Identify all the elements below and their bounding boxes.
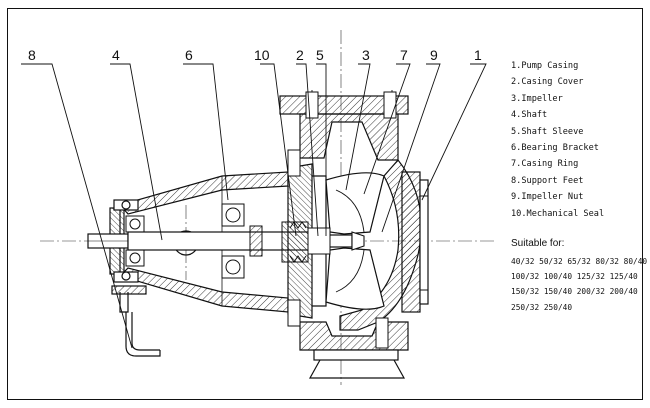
callout-labels: 8 4 6 10 2 5 3 7 9 1 — [28, 47, 482, 63]
callout-1: 1 — [474, 47, 482, 63]
callout-9: 9 — [430, 47, 438, 63]
impeller-nut — [351, 231, 365, 251]
size-list: 40/32 50/32 65/32 80/32 80/40 100/32 100… — [511, 254, 647, 315]
bolts — [287, 91, 397, 349]
callout-6: 6 — [185, 47, 193, 63]
parts-legend: 1.Pump Casing 2.Casing Cover 3.Impeller … — [511, 58, 643, 222]
callout-8: 8 — [28, 47, 36, 63]
suitable-title: Suitable for: — [511, 238, 565, 249]
part-6: 6.Bearing Bracket — [511, 142, 599, 153]
callout-5: 5 — [316, 47, 324, 63]
callout-3: 3 — [362, 47, 370, 63]
part-4: 4.Shaft — [511, 110, 548, 121]
part-10: 10.Mechanical Seal — [511, 208, 605, 219]
part-7: 7.Casing Ring — [511, 159, 579, 170]
callout-2: 2 — [296, 47, 304, 63]
part-5: 5.Shaft Sleeve — [511, 126, 584, 137]
shaft — [87, 231, 353, 251]
impeller — [325, 172, 385, 310]
part-1: 1.Pump Casing — [511, 61, 579, 71]
drawing-border — [7, 8, 643, 400]
size-row: 40/32 50/32 65/32 80/32 80/40 — [511, 257, 648, 266]
leader-lines — [21, 63, 487, 349]
callout-10: 10 — [254, 47, 270, 63]
mechanical-seal — [249, 221, 331, 263]
bearings — [125, 203, 245, 279]
support-feet — [111, 285, 161, 357]
part-8: 8.Support Feet — [511, 175, 584, 186]
size-row: 150/32 150/40 200/32 200/40 — [511, 287, 638, 297]
part-3: 3.Impeller — [511, 93, 563, 104]
part-9: 9.Impeller Nut — [511, 192, 584, 203]
pump-casing — [279, 90, 429, 379]
callout-4: 4 — [112, 47, 120, 63]
size-row: 100/32 100/40 125/32 125/40 — [511, 272, 638, 282]
part-2: 2.Casing Cover — [511, 77, 584, 88]
callout-7: 7 — [400, 47, 408, 63]
size-row: 250/32 250/40 — [511, 302, 573, 312]
